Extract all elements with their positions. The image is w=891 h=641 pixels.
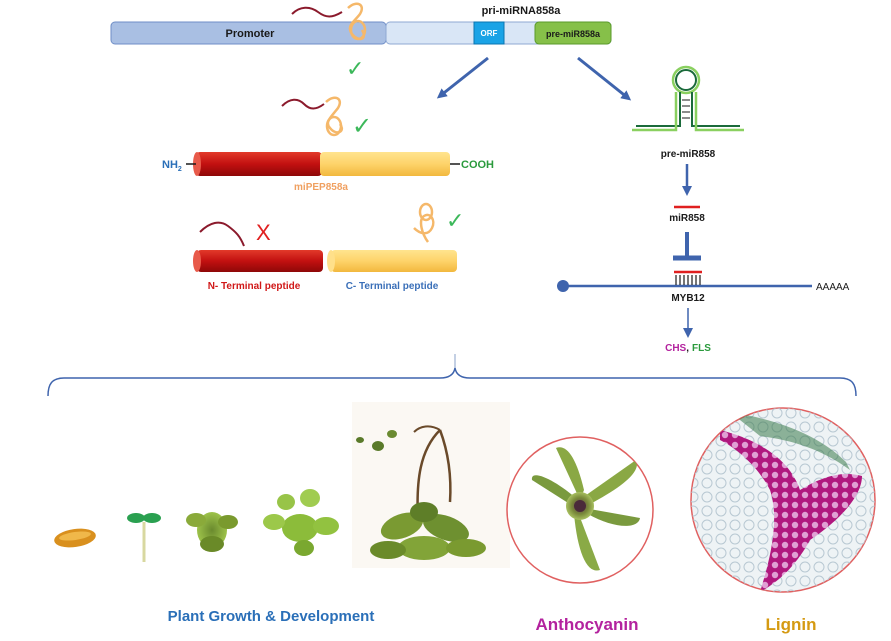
lignin-image [690,407,876,593]
n-terminal-peptide: N- Terminal peptide [193,250,323,292]
peptide-n-segment [196,152,322,176]
lignin-label: Lignin [766,615,817,634]
n-terminal-cap [193,250,201,272]
n-peptide-squiggle [199,221,245,247]
c-terminal-label: C- Terminal peptide [346,281,439,292]
c-terminal-peptide: C- Terminal peptide [327,250,457,292]
gene-construct: Promoter ORF pre-miR858a pri-miRNA858a [110,5,612,45]
n-terminal-bar [197,250,323,272]
mrna-strand [557,270,812,292]
c-peptide-loop [413,202,435,243]
c-terminal-bar [331,250,457,272]
rosette-medium [252,478,352,566]
peptide-n-cap [193,152,201,176]
mipep-label: miPEP858a [294,182,348,193]
hairpin-icon [632,65,744,132]
chs-label: CHS [665,343,686,354]
rosette-small [186,512,238,552]
check-icon-top: ✓ [346,56,364,81]
full-peptide: NH2 COOH miPEP858a [162,152,494,193]
translation-icon-mid [281,96,344,137]
separator: , [686,343,689,354]
flowering-plant [352,402,510,568]
orf-label: ORF [481,29,498,38]
polya-label: AAAAA [816,282,850,293]
myb12-label: MYB12 [671,293,705,304]
growth-label: Plant Growth & Development [168,608,375,625]
anthocyanin-label: Anthocyanin [536,615,639,634]
mir858-label: miR858 [669,213,705,224]
cross-icon: X [256,220,271,245]
translation-icon-top [291,2,367,41]
orf-box [473,21,505,45]
gene-title: pri-miRNA858a [482,5,562,17]
anthocyanin-image [506,436,654,584]
c-terminal-cap [327,250,335,272]
nh2-label: NH2 [162,159,182,173]
promoter-label: Promoter [226,28,276,40]
pre-mir858-label: pre-miR858 [661,149,716,160]
check-icon-cterm: ✓ [446,208,464,233]
pre-mirna-box [534,21,612,45]
curly-brace [47,367,857,397]
n-terminal-label: N- Terminal peptide [208,281,301,292]
seedling-image [127,513,161,562]
check-icon-mid: ✓ [352,113,372,140]
inhibition-symbol [673,232,701,261]
seed-image [54,528,96,548]
arrow-to-premir [577,56,632,101]
pre-mirna-label: pre-miR858a [546,29,601,39]
peptide-c-segment [320,152,450,176]
target-genes: CHS,FLS [665,343,711,354]
fls-label: FLS [692,343,711,354]
cooh-label: COOH [461,159,494,171]
arrow-to-peptide [436,56,489,99]
